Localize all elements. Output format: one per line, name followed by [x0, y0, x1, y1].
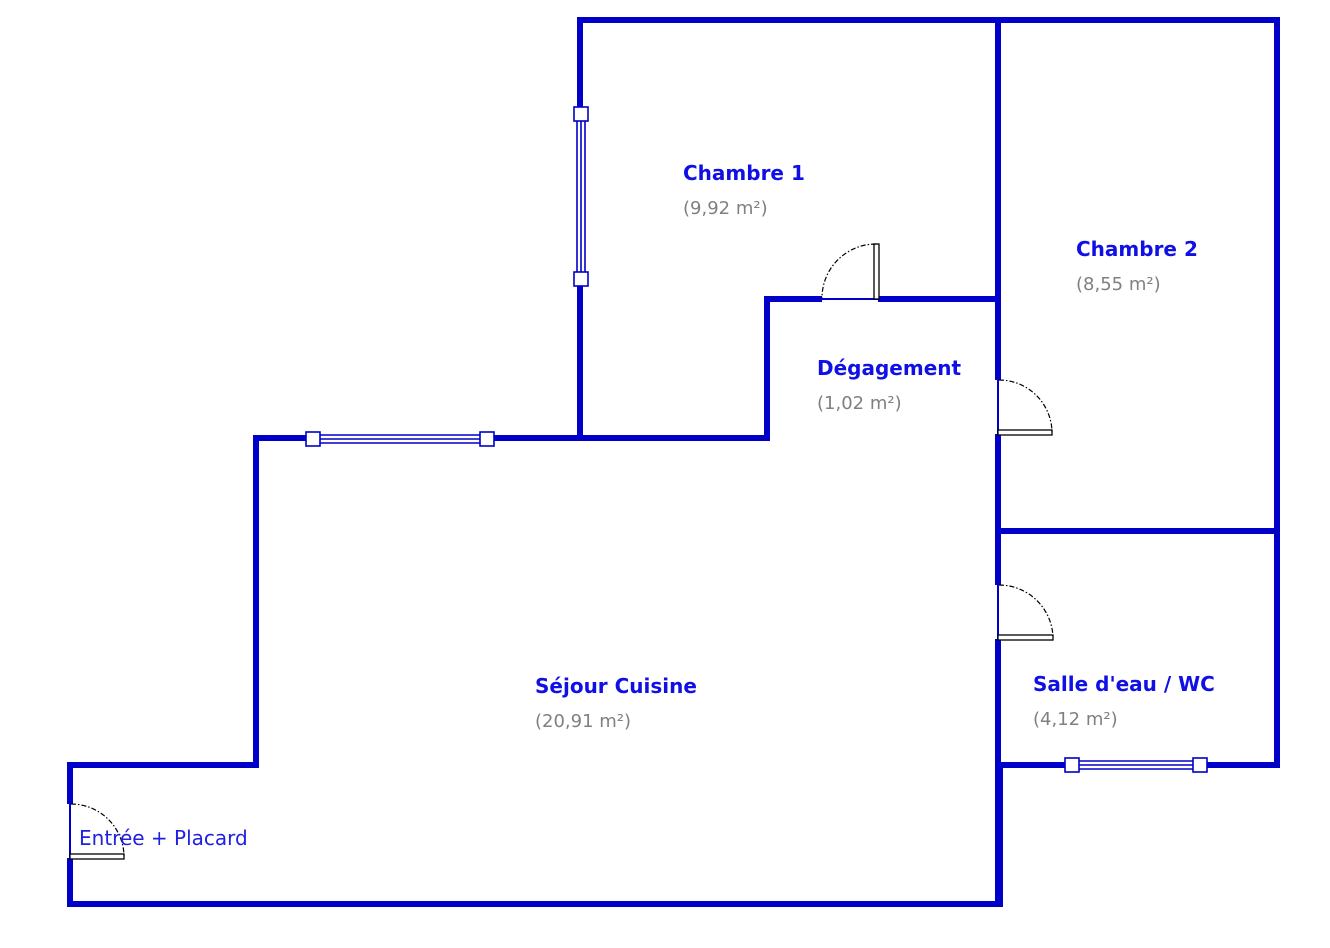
door-entree — [66, 803, 125, 860]
room-name-chambre-1: Chambre 1 — [683, 161, 805, 185]
windows — [305, 106, 1208, 773]
walls — [67, 17, 1280, 907]
room-name-sejour-cuisine: Séjour Cuisine — [535, 674, 697, 698]
window-handle — [573, 106, 589, 122]
room-name-chambre-2: Chambre 2 — [1076, 237, 1198, 261]
outer-wall — [67, 17, 1280, 907]
room-area-degagement: (1,02 m²) — [817, 393, 902, 414]
room-name-degagement: Dégagement — [817, 356, 962, 380]
room-name-entree-placard: Entrée + Placard — [79, 826, 248, 850]
window-chambre-1 — [573, 106, 589, 287]
window-handle — [573, 271, 589, 287]
door-chambre-1 — [821, 243, 907, 303]
room-area-sejour-cuisine: (20,91 m²) — [535, 711, 631, 732]
room-area-chambre-2: (8,55 m²) — [1076, 274, 1161, 295]
room-name-salle-eau-wc: Salle d'eau / WC — [1033, 672, 1215, 696]
door-chambre-2 — [994, 379, 1053, 436]
window-sejour — [305, 431, 495, 447]
room-labels: Chambre 1 (9,92 m²) Chambre 2 (8,55 m²) … — [79, 161, 1215, 850]
doors — [66, 243, 1054, 860]
window-salle-eau — [1064, 757, 1208, 773]
window-handle — [1192, 757, 1208, 773]
window-handle — [1064, 757, 1080, 773]
room-area-chambre-1: (9,92 m²) — [683, 198, 768, 219]
window-handle — [305, 431, 321, 447]
door-salle-eau — [994, 584, 1054, 641]
window-handle — [479, 431, 495, 447]
room-area-salle-eau-wc: (4,12 m²) — [1033, 709, 1118, 730]
